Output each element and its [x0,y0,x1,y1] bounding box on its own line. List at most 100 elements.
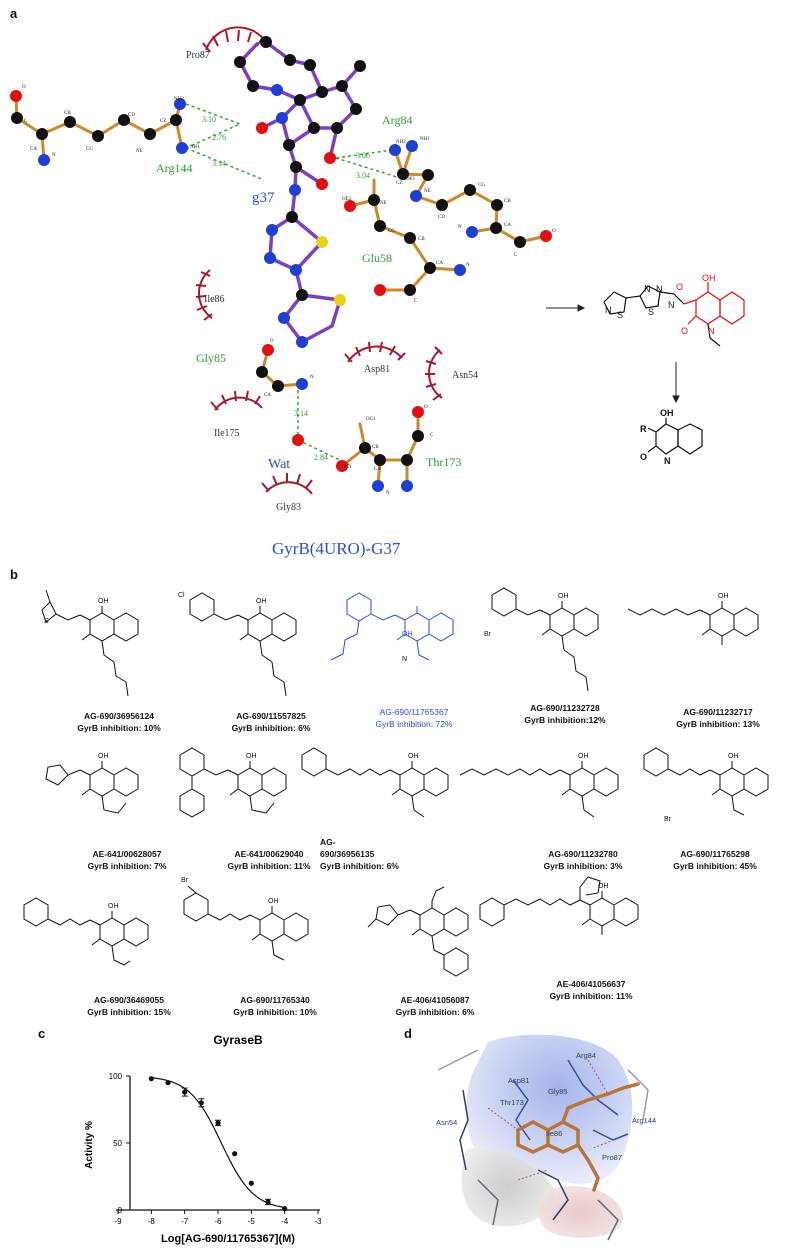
residue-glu58: Glu58 [362,251,392,265]
interaction-dashes [487,1059,615,1181]
panel-a-letter: a [10,6,18,21]
dock-label-arg144: Arg144 [632,1116,656,1125]
structure-14 [479,876,639,935]
panel-c-chart: GyraseB Activity % Log[AG-690/11765367](… [84,1033,322,1245]
atom-label: O [424,405,428,410]
atom-label: NE [424,189,431,194]
structure-3 [330,592,454,661]
scheme-arrows [546,304,680,404]
atoms-red [10,90,552,472]
atom-oh: OH [558,593,569,600]
atom-label: CA [436,261,443,266]
atom-br: Br [664,816,672,823]
atom-label: CB [418,237,425,242]
scheme-atom: OH [702,273,716,283]
dock-label-gly85: Gly85 [548,1087,568,1096]
atom-oh: OH [98,598,109,605]
arc-asn54 [425,346,443,401]
atom-label: N [386,491,390,496]
atom-label: CZ [160,119,166,124]
atoms-blue [38,84,478,492]
y-tick-label: 50 [113,1139,122,1148]
dock-label-asp81: Asp81 [508,1076,529,1085]
atom-label: N [310,375,314,380]
ligand-label: g37 [252,190,275,206]
data-point [148,1076,154,1082]
distance-label: 2.84 [314,453,328,462]
x-tick-label: -7 [181,1217,189,1226]
atom-labels: O C CA N CB CG CD NE CZ NH2 NH1 NH2 NH1 … [22,85,556,496]
data-point [282,1206,288,1212]
data-point [232,1151,238,1157]
atom-label: CA [30,147,37,152]
atom-label: C [414,299,418,304]
atom-label: CG [86,147,93,152]
x-tick-label: -8 [148,1217,156,1226]
distance-label: 3.10 [202,115,216,124]
scheme-core-labels: OH R O N [640,408,674,466]
panel-b-letter: b [10,567,18,582]
distance-labels: 3.10 2.76 3.14 3.06 3.04 3.14 2.84 [202,115,370,462]
structure-6 [45,760,139,814]
arc-pro87 [202,26,267,53]
atoms-yellow [316,236,346,306]
atom-cl: Cl [178,592,185,599]
atom-label: CZ [396,181,402,186]
atom-label: NE [380,201,387,206]
atom-label: CD [128,113,135,118]
data-point [165,1080,171,1086]
atom-br: Br [484,631,492,638]
atom-label: OE2 [342,197,352,202]
residue-ile175: Ile175 [214,428,240,439]
dock-label-pro87: Pro87 [602,1153,622,1162]
panel-d-docking-view: Arg84 Asp81 Gly85 Thr173 Asn54 Ile86 Arg… [436,1034,656,1241]
atom-br: Br [181,877,189,884]
scheme-atom: OH [660,408,674,418]
x-tick-label: -4 [281,1217,289,1226]
y-tick-label: 0 [118,1206,123,1215]
ligand-sticks [516,1082,640,1192]
residue-ile86: Ile86 [204,294,225,305]
scheme-atom: S [617,310,623,320]
chart-xlabel: Log[AG-690/11765367](M) [161,1233,295,1245]
scheme-core-structure [647,418,703,455]
scheme-lead-labels: N S N N S N O OH O N [605,273,716,336]
atom-label: CD [438,215,445,220]
scheme-atom: N [644,284,651,294]
atom-label: CA [374,467,381,472]
arc-ile175 [210,390,263,411]
atom-label: O [22,85,26,90]
scheme-atom: N [664,456,671,466]
residue-bonds [14,94,548,488]
panel-d-letter: d [404,1026,412,1041]
x-tick-label: -5 [248,1217,256,1226]
structure-2 [189,592,297,697]
residue-gly83: Gly83 [276,502,301,513]
atom-oh: OH [718,593,729,600]
x-tick-label: -9 [114,1217,122,1226]
panel-a-title: GyrB(4URO)-G37 [272,539,401,558]
atom-label: OG1 [366,417,376,422]
scheme-atom: N [708,326,715,336]
residue-gly85: Gly85 [196,351,226,365]
atom-oh: OH [402,631,413,638]
atom-label: C [24,119,28,124]
distance-label: 3.14 [294,409,308,418]
structure-9 [459,760,619,818]
structure-13 [367,886,469,977]
atom-label: C [514,253,518,258]
atom-label: CB [504,199,511,204]
data-point [265,1199,271,1205]
atom-label: CA [264,393,271,398]
residue-arg84: Arg84 [382,113,412,127]
distance-label: 3.06 [356,151,370,160]
atom-label: NH1 [420,137,430,142]
